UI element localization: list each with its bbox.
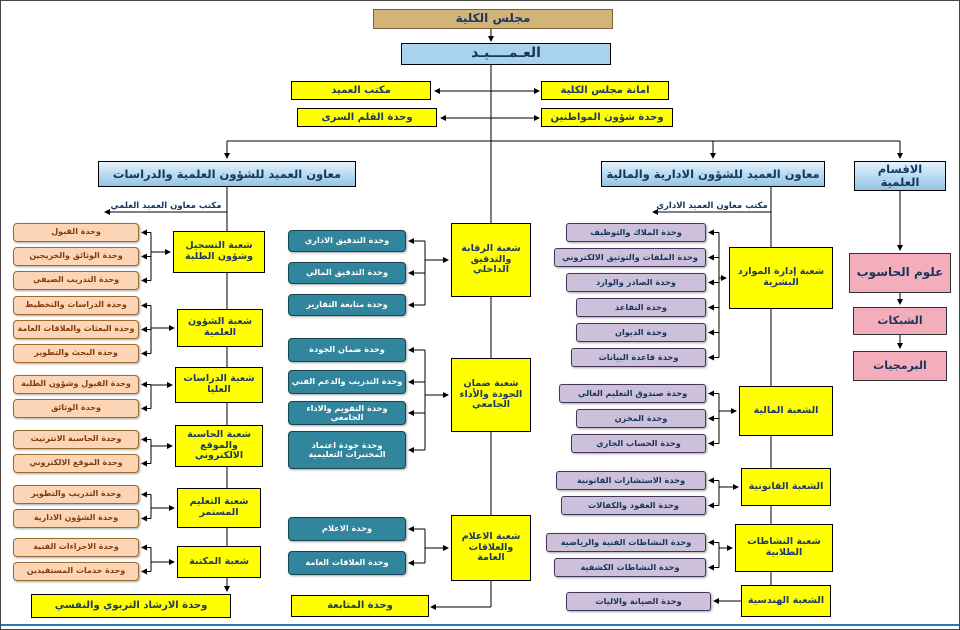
department-box: البرمجيات (853, 351, 947, 381)
unit-box: وحدة التدريب الصيفي (13, 271, 139, 290)
department-box: علوم الحاسوب (849, 253, 951, 293)
unit-box: وحدة التقاعد (576, 298, 706, 317)
unit-box: وحدة الديوان (576, 323, 706, 342)
division-box: شعبة التعليم المستمر (177, 488, 261, 528)
division-box: شعبة الرقابة والتدقيق الداخلي (451, 223, 531, 297)
unit-box: وحدة الشؤون الادارية (13, 509, 139, 528)
unit-box: وحدة الاستشارات القانونية (556, 471, 706, 490)
unit-box: وحدة الموقع الالكتروني (13, 454, 139, 473)
admin-office-label: مكتب معاون العميد الاداري (656, 201, 768, 211)
department-box: الشبكات (853, 307, 947, 335)
unit-box: وحدة متابعة التقارير (288, 294, 406, 316)
scientific-assistant-box: معاون العميد للشؤون العلمية والدراسات (98, 161, 356, 187)
division-box: شعبة التسجيل وشؤون الطلبة (173, 231, 265, 273)
unit-box: وحدة خدمات المستفيدين (13, 562, 139, 581)
division-box: شعبة النشاطات الطلابية (735, 524, 833, 572)
scientific-office-label: مكتب معاون العميد العلمي (110, 201, 222, 211)
division-box: شعبة الحاسبة والموقع الالكتروني (175, 425, 263, 467)
division-box: شعبة إدارة الموارد البشرية (729, 247, 833, 309)
division-box: شعبة الاعلام والعلاقات العامة (451, 515, 531, 581)
unit-box: وحدة التقويم والاداء الجامعي (288, 401, 406, 425)
dean-office-box: مكتب العميد (291, 81, 431, 100)
unit-box: وحدة التدقيق الاداري (288, 230, 406, 252)
unit-box: وحدة النشاطات الكشفية (554, 558, 706, 577)
unit-box: وحدة جودة اعتماد المختبرات التعليمية (288, 431, 406, 469)
unit-box: وحدة الصادر والوارد (566, 273, 706, 292)
unit-box: وحدة الوثائق والخريجين (13, 247, 139, 266)
bottom-border-rule (1, 624, 959, 626)
unit-box: وحدة الدراسات والتخطيط (13, 296, 139, 315)
dean-box: العـمــــيـد (401, 43, 611, 65)
unit-box: وحدة النشاطات الفنية والرياضية (546, 533, 706, 552)
admin-assistant-box: معاون العميد للشؤون الادارية والمالية (601, 161, 825, 187)
unit-box: وحدة الملاك والتوظيف (566, 223, 706, 242)
division-box: الشعبة القانونية (741, 468, 831, 506)
unit-box: وحدة قاعدة البيانات (571, 348, 706, 367)
departments-header-box: الاقسام العلمية (854, 161, 946, 191)
unit-box: وحدة الاجراءات الفنية (13, 538, 139, 557)
unit-box: وحدة الحاسبة الانترنيت (13, 430, 139, 449)
council-secretariat-box: امانة مجلس الكلية (541, 81, 669, 100)
division-box: شعبة الشؤون العلمية (177, 309, 263, 347)
unit-box: وحدة الوثائق (13, 399, 139, 418)
unit-box: وحدة الصيانة والاليات (566, 592, 711, 611)
unit-box: وحدة العلاقات العامة (288, 551, 406, 575)
division-box: الشعبة الهندسية (741, 585, 831, 617)
follow-up-unit-box: وحدة المتابعة (291, 595, 429, 617)
citizens-affairs-box: وحدة شؤون المواطنين (541, 108, 673, 127)
unit-box: وحدة المخزن (576, 409, 706, 428)
unit-box: وحدة الاعلام (288, 517, 406, 541)
unit-box: وحدة البحث والتطوير (13, 344, 139, 363)
unit-box: وحدة التدقيق المالي (288, 262, 406, 284)
unit-box: وحدة الحساب الجاري (571, 434, 706, 453)
guidance-unit-box: وحدة الارشاد التربوي والنفسي (31, 594, 231, 618)
unit-box: وحدة التدريب والتطوير (13, 485, 139, 504)
council-box: مجلس الكلية (373, 9, 613, 29)
unit-box: وحدة الملفات والتوثيق الالكتروني (554, 248, 706, 267)
unit-box: وحدة صندوق التعليم العالي (559, 384, 706, 403)
unit-box: وحدة التدريب والدعم الفني (288, 370, 406, 394)
unit-box: وحدة القبول (13, 223, 139, 242)
unit-box: وحدة البعثات والعلاقات العامة (13, 320, 139, 339)
division-box: الشعبة المالية (739, 386, 833, 436)
unit-box: وحدة ضمان الجودة (288, 338, 406, 362)
division-box: شعبة الدراسات العليا (175, 367, 263, 403)
unit-box: وحدة العقود والكفالات (561, 496, 706, 515)
division-box: شعبة المكتبة (177, 546, 261, 578)
division-box: شعبة ضمان الجودة والأداء الجامعي (451, 358, 531, 432)
confidential-registry-box: وحدة القلم السرى (297, 108, 437, 127)
unit-box: وحدة القبول وشؤون الطلبة (13, 375, 139, 394)
